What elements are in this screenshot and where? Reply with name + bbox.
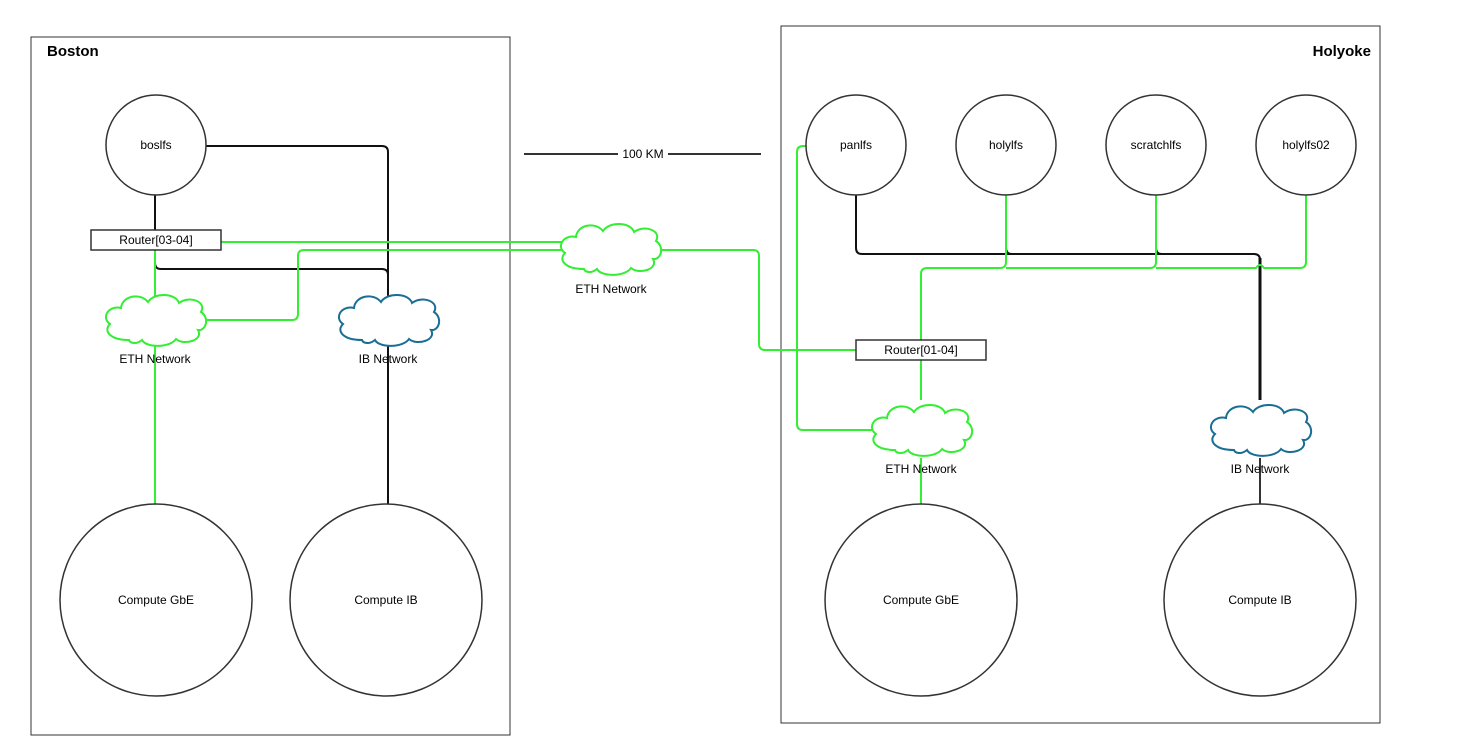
holyoke-compute-ib: Compute IB (1163, 503, 1357, 697)
storage-label: panlfs (840, 138, 872, 152)
holyoke-eth-link-holylfs02 (1156, 195, 1307, 269)
storage-node-boslfs: boslfs (105, 94, 207, 196)
holyoke-eth-link-panlfs (796, 145, 872, 431)
storage-label: boslfs (140, 138, 171, 152)
holyoke-eth-network: ETH Network (870, 403, 974, 476)
ib-network-label: IB Network (359, 352, 419, 366)
compute-ib-label: Compute IB (1228, 593, 1291, 607)
boston-compute-gbe: Compute GbE (59, 503, 253, 697)
compute-gbe-label: Compute GbE (883, 593, 959, 607)
holyoke-ib-link-panlfs (855, 195, 1261, 261)
distance-label: 100 KM (622, 147, 663, 161)
eth-network-label: ETH Network (885, 462, 957, 476)
cloud-icon (104, 293, 208, 347)
cloud-icon (870, 403, 974, 457)
storage-label: scratchlfs (1131, 138, 1182, 152)
storage-label: holylfs02 (1282, 138, 1330, 152)
holyoke-eth-link-scratchlfs (1006, 195, 1157, 269)
boston-site-box (30, 36, 511, 736)
eth-network-label: ETH Network (119, 352, 191, 366)
boston-eth-network: ETH Network (104, 293, 208, 366)
holyoke-compute-gbe: Compute GbE (824, 503, 1018, 697)
holyoke-ib-network: IB Network (1209, 403, 1313, 476)
boston-router: Router[03-04] (90, 229, 222, 251)
storage-label: holylfs (989, 138, 1023, 152)
wan-link-holyoke-router (658, 249, 856, 351)
storage-node-scratchlfs: scratchlfs (1105, 94, 1207, 196)
storage-node-holylfs02: holylfs02 (1255, 94, 1357, 196)
router-label: Router[03-04] (119, 233, 192, 247)
cloud-icon (559, 222, 663, 276)
storage-node-panlfs: panlfs (805, 94, 907, 196)
boston-ib-link-boslfs (206, 145, 389, 300)
wan-eth-network: ETH Network (559, 222, 663, 296)
cloud-icon (337, 293, 441, 347)
boston-eth-link-wan (204, 249, 562, 321)
ib-network-label: IB Network (1231, 462, 1291, 476)
boston-compute-ib: Compute IB (289, 503, 483, 697)
holyoke-site-box (780, 25, 1381, 724)
boston-ib-network: IB Network (337, 293, 441, 366)
router-label: Router[01-04] (884, 343, 957, 357)
compute-gbe-label: Compute GbE (118, 593, 194, 607)
cloud-icon (1209, 403, 1313, 457)
holyoke-site-title: Holyoke (1313, 43, 1371, 60)
storage-node-holylfs: holylfs (955, 94, 1057, 196)
holyoke-router: Router[01-04] (855, 339, 987, 361)
wan-eth-label: ETH Network (575, 282, 647, 296)
compute-ib-label: Compute IB (354, 593, 417, 607)
boston-site-title: Boston (47, 43, 99, 60)
links (154, 145, 1307, 504)
holyoke-eth-link-holylfs (920, 195, 1007, 340)
